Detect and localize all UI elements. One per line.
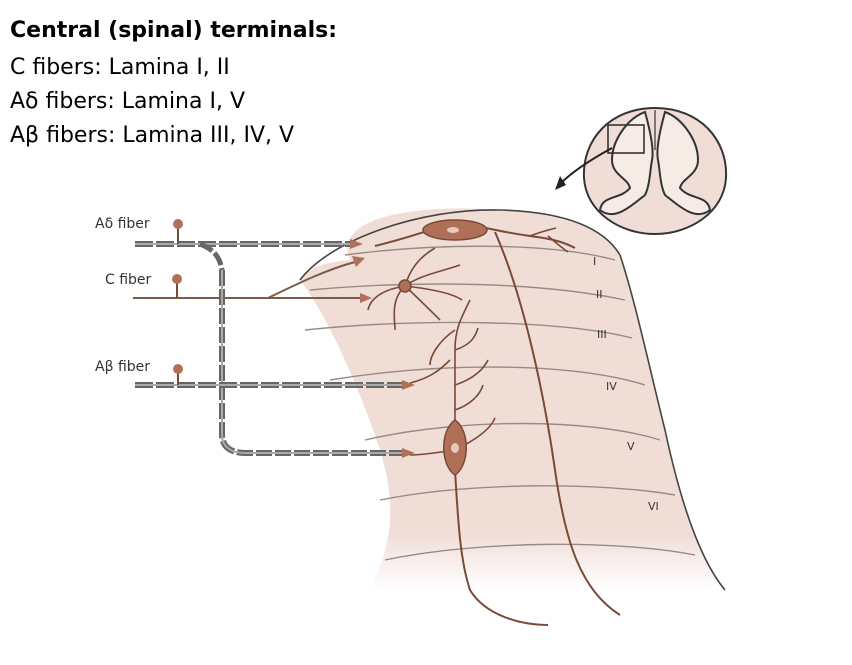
a-delta-fibers-line: Aδ fibers: Lamina I, V	[10, 89, 245, 114]
lamina-2-neuron	[367, 247, 463, 331]
lamina-label-3: III	[597, 328, 607, 341]
lamina-label-1: I	[593, 255, 596, 268]
cross-section	[555, 106, 728, 236]
a-beta-fiber-label: Aβ fiber	[95, 359, 150, 375]
lamina-boundaries	[304, 245, 696, 561]
lamina-1-neuron	[374, 219, 576, 253]
a-delta-fiber-label: Aδ fiber	[95, 216, 150, 232]
lamina-5-neuron	[409, 299, 496, 476]
c-fibers-line: C fibers: Lamina I, II	[10, 55, 230, 80]
a-beta-fiber	[135, 364, 415, 390]
lamina-labels: I II III IV V VI	[593, 255, 659, 513]
lamina-label-2: II	[596, 288, 603, 301]
heading: Central (spinal) terminals:	[10, 18, 338, 43]
lamina-4-branch	[409, 359, 451, 384]
lamina-label-5: V	[627, 440, 635, 453]
a-delta-fiber	[135, 219, 363, 271]
a-beta-collateral	[219, 270, 415, 458]
ascending-axons	[454, 231, 621, 626]
a-beta-fibers-line: Aβ fibers: Lamina III, IV, V	[10, 123, 295, 148]
lamina-label-6: VI	[648, 500, 659, 513]
c-fiber-label: C fiber	[105, 272, 152, 288]
dorsal-horn-tissue	[299, 208, 726, 591]
c-fiber	[133, 256, 372, 303]
lamina-label-4: IV	[606, 380, 617, 393]
